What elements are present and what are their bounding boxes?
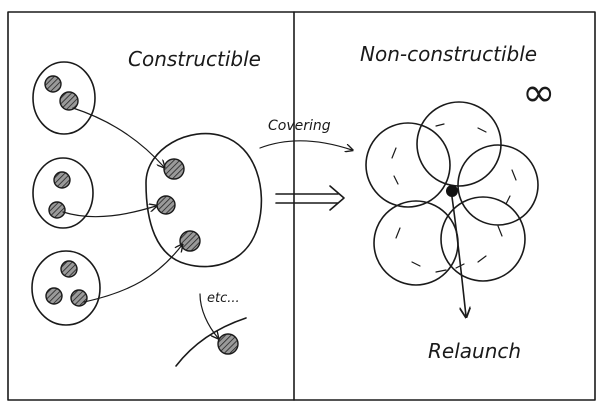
covering-circle <box>457 144 539 226</box>
hatched-point <box>163 158 185 180</box>
covering-circles <box>365 101 539 286</box>
implies-arrow <box>275 185 345 211</box>
left-panel-title: Constructible <box>128 47 261 71</box>
outer-frame <box>7 11 596 401</box>
hatched-point <box>45 287 63 305</box>
small-set-2 <box>32 157 94 229</box>
hatched-point <box>179 230 201 252</box>
infinity-symbol: ∞ <box>522 70 555 116</box>
hatched-point <box>156 195 176 215</box>
etc-arrow <box>199 293 218 338</box>
small-set-3 <box>31 250 101 326</box>
hatched-point <box>70 289 88 307</box>
covering-circle <box>440 196 526 282</box>
etc-label: etc... <box>207 291 240 306</box>
covering-circle <box>373 200 459 286</box>
relaunch-arrow <box>451 196 466 316</box>
hatched-point <box>60 260 78 278</box>
dash-marks <box>391 123 517 273</box>
right-panel-title: Non-constructible <box>360 42 537 66</box>
hatched-point <box>48 201 66 219</box>
arrow-set1-to-big <box>72 107 164 167</box>
center-point <box>446 185 458 197</box>
hatched-point <box>53 171 71 189</box>
covering-label: Covering <box>268 118 331 134</box>
small-set-1 <box>32 61 96 135</box>
relaunch-label: Relaunch <box>428 339 521 363</box>
partial-set-arc <box>175 317 247 367</box>
hatched-point <box>44 75 62 93</box>
covering-circle <box>365 122 451 208</box>
arrow-set2-to-big <box>62 206 156 218</box>
hatched-point <box>217 333 239 355</box>
covering-arrow <box>259 140 352 150</box>
hatched-point <box>59 91 79 111</box>
covering-circle <box>416 101 502 187</box>
arrow-set3-to-big <box>83 245 182 303</box>
big-set <box>145 132 263 268</box>
